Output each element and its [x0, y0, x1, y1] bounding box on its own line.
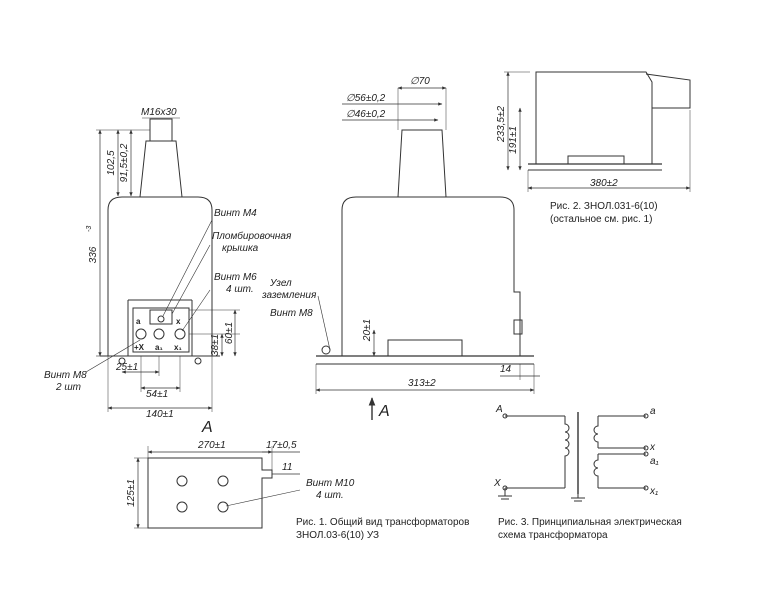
screw-m8-count: 2 шт [55, 382, 81, 393]
side-view [315, 86, 540, 420]
side-bushing [397, 129, 447, 198]
front-body [107, 196, 213, 357]
schem-a1: a₁ [650, 456, 659, 467]
schem-X: X [493, 478, 501, 489]
base-screw [176, 501, 188, 513]
front-bushing [139, 140, 183, 198]
view-a-letter: A [201, 419, 213, 436]
screw-m6-label: Винт М6 [214, 272, 257, 283]
screw-m8-label: Винт М8 [44, 370, 87, 381]
dim-11: 11 [282, 462, 292, 473]
fig3-caption: Рис. 3. Принципиальная электрическая схе… [498, 517, 682, 541]
fig2-body [535, 71, 653, 165]
dim-height-total: 336 [88, 246, 99, 263]
fig2-view [504, 71, 691, 192]
dim-60: 60±1 [224, 322, 235, 344]
screw-m4-label: Винт М4 [214, 208, 257, 219]
terminal-a1: a₁ [155, 343, 163, 352]
front-view [85, 117, 240, 412]
side-screw-m8-label: Винт М8 [270, 308, 313, 319]
terminal-box [132, 307, 190, 353]
stud-label: M16x30 [141, 107, 177, 118]
schem-x1: x₁ [649, 486, 658, 497]
dim-20: 20±1 [362, 319, 373, 342]
ground-label-2: заземления [261, 290, 317, 301]
schem-x: x [649, 442, 656, 453]
view-arrow-letter: A [378, 403, 390, 420]
seal-cover-label: Пломбировочная [212, 230, 292, 242]
dim-140: 140±1 [146, 409, 174, 420]
terminal-a: a [136, 317, 141, 326]
terminal-screw [174, 328, 186, 340]
side-body [341, 196, 521, 357]
terminal-x: x [176, 317, 181, 326]
screw-m10-label: Винт М10 [306, 478, 355, 489]
screw-m10-count: 4 шт. [316, 490, 344, 501]
dim-14: 14 [500, 364, 512, 375]
dim-313: 313±2 [408, 378, 436, 389]
primary-winding [564, 416, 570, 488]
ground-label: Узел [269, 278, 292, 289]
bottom-view [134, 446, 301, 529]
base-plate [147, 457, 273, 529]
dim-25: 25±1 [115, 362, 138, 373]
fig2-caption: Рис. 2. ЗНОЛ.031-6(10) (остальное см. ри… [550, 201, 658, 225]
seal-cover [149, 309, 173, 325]
terminal-screw [135, 328, 147, 340]
schem-a: a [650, 406, 656, 417]
dim-17: 17±0,5 [266, 440, 297, 451]
dim-38: 38±1 [210, 334, 221, 356]
base-screw [217, 475, 229, 487]
dim-dia-46: ∅46±0,2 [346, 109, 386, 120]
secondary-winding [593, 416, 599, 448]
dim-54: 54±1 [146, 389, 168, 400]
dim-dia-56: ∅56±0,2 [346, 93, 386, 104]
dim-height-tol: -3 [86, 226, 93, 232]
aux-winding [593, 454, 599, 488]
dim-91: 91,5±0,2 [119, 143, 130, 182]
base-screw [176, 475, 188, 487]
fig1-caption: Рис. 1. Общий вид трансформаторов ЗНОЛ.0… [296, 517, 470, 541]
dim-191: 191±1 [508, 126, 519, 154]
dim-380: 380±2 [590, 178, 618, 189]
fig2-bushing [645, 73, 691, 109]
dim-233: 233,5±2 [496, 106, 507, 144]
screw-m6-count: 4 шт. [226, 284, 254, 295]
schem-A: A [495, 404, 503, 415]
seal-cover-label-2: крышка [222, 243, 259, 254]
dim-270: 270±1 [197, 440, 226, 451]
side-screw-m8 [321, 345, 331, 355]
seal-screw [157, 315, 165, 323]
grounding-bolt [513, 319, 523, 335]
base-screw [217, 501, 229, 513]
dim-102: 102,5 [106, 150, 117, 175]
schematic [498, 412, 649, 502]
dim-dia-70: ∅70 [410, 76, 430, 87]
terminal-screw [153, 328, 165, 340]
terminal-plus-x: +X [134, 343, 145, 352]
dim-125: 125±1 [126, 479, 137, 507]
front-stud [149, 118, 173, 142]
terminal-x1: x₁ [174, 343, 182, 352]
